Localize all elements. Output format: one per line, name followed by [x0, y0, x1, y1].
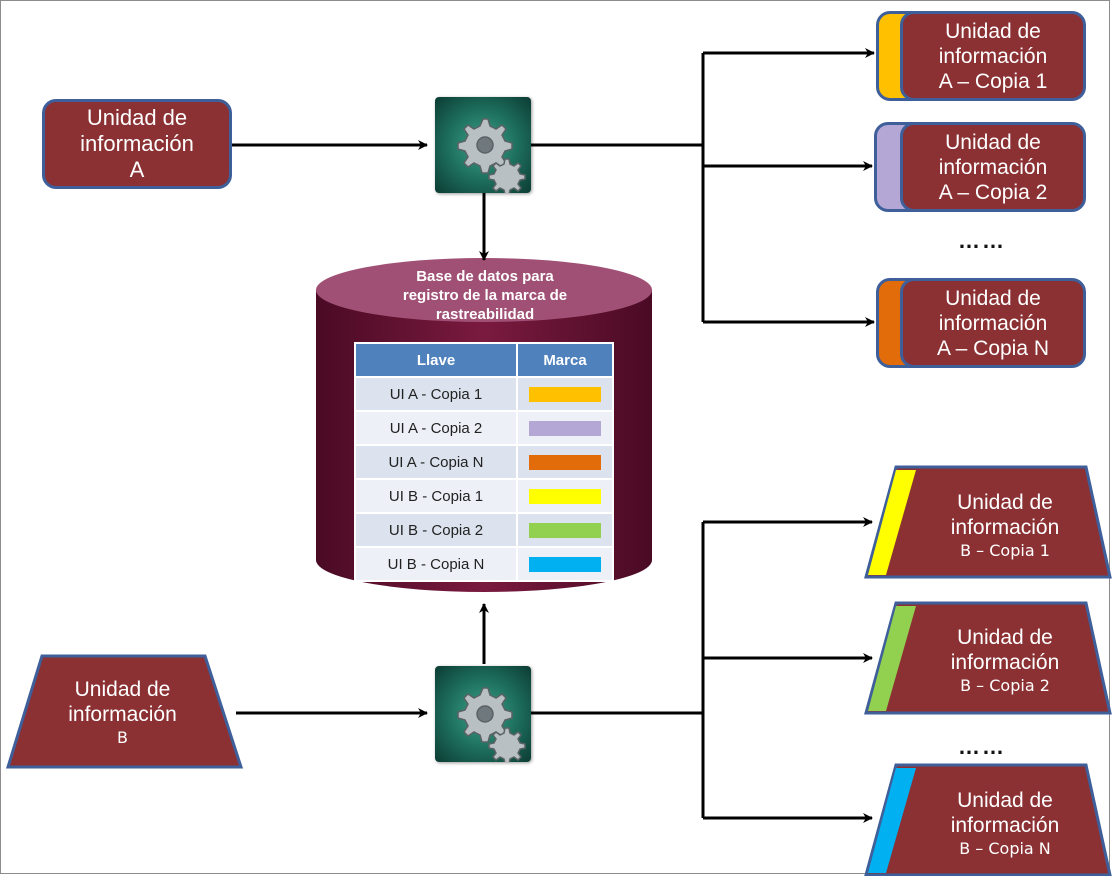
copy-an-box: Unidad de información A – Copia N: [900, 278, 1086, 368]
source-a-box: Unidad de información A: [42, 99, 232, 189]
copy-a1-line1: Unidad de: [945, 19, 1041, 43]
copy-an-line3: A – Copia N: [936, 336, 1050, 360]
header-key: Llave: [354, 342, 518, 378]
copy-b1-shape: [864, 465, 1112, 579]
mark-swatch: [529, 557, 601, 573]
copy-b1-line1: Unidad de: [957, 491, 1053, 514]
source-b-label: Unidad de información B: [40, 677, 205, 749]
row-key: UI B - Copia 1: [354, 478, 518, 514]
copy-a2-box: Unidad de información A – Copia 2: [900, 122, 1086, 212]
row-key: UI A - Copia 1: [354, 376, 518, 412]
database-title: Base de datos para registro de la marca …: [338, 267, 632, 324]
source-b-shape: [5, 654, 244, 769]
copy-b2-label: Unidad de información B – Copia 2: [920, 625, 1090, 697]
copy-bn-line2: información: [950, 814, 1060, 837]
marks-table-header: Llave Marca: [354, 342, 614, 378]
copy-b1-label: Unidad de información B – Copia 1: [920, 490, 1090, 562]
copy-a1: Unidad de información A – Copia 1: [876, 11, 1086, 101]
copy-b2-line3: B – Copia 2: [960, 676, 1050, 695]
source-b-line1: Unidad de: [74, 678, 171, 701]
ellipsis-b: ……: [958, 734, 1006, 759]
mark-swatch: [529, 387, 601, 403]
mark-swatch: [529, 489, 601, 505]
copy-a1-line2: información: [938, 44, 1048, 68]
database-title-line2: registro de la marca de: [402, 287, 568, 304]
marks-table-row: UI A - Copia N: [354, 444, 614, 480]
marks-table-row: UI A - Copia 2: [354, 410, 614, 446]
copy-a2-line1: Unidad de: [945, 130, 1041, 154]
mark-swatch: [529, 421, 601, 437]
copy-b2-shape: [864, 601, 1112, 715]
database-title-line3: rastreabilidad: [435, 306, 535, 323]
ellipsis-a: ……: [958, 228, 1006, 253]
database-title-line1: Base de datos para: [416, 268, 554, 285]
source-b-line3: B: [117, 728, 128, 747]
copy-b1-line2: información: [950, 516, 1060, 539]
row-key: UI B - Copia N: [354, 546, 518, 582]
copy-an-line2: información: [938, 311, 1048, 335]
row-key: UI A - Copia N: [354, 444, 518, 480]
copy-a2-line3: A – Copia 2: [938, 180, 1048, 204]
source-b-line2: información: [68, 703, 177, 726]
copy-b2-line1: Unidad de: [957, 626, 1053, 649]
copy-a2-line2: información: [938, 155, 1048, 179]
copy-b2-line2: información: [950, 651, 1060, 674]
marks-table-row: UI A - Copia 1: [354, 376, 614, 412]
row-key: UI B - Copia 2: [354, 512, 518, 548]
row-mark: [516, 376, 614, 412]
header-mark: Marca: [516, 342, 614, 378]
copy-b1-line3: B – Copia 1: [960, 541, 1050, 560]
copy-a1-line3: A – Copia 1: [938, 69, 1048, 93]
copy-bn-line3: B – Copia N: [959, 839, 1051, 858]
source-a-line3: A: [129, 157, 145, 182]
row-key: UI A - Copia 2: [354, 410, 518, 446]
marks-table-row: UI B - Copia 1: [354, 478, 614, 514]
row-mark: [516, 478, 614, 514]
copy-a1-box: Unidad de información A – Copia 1: [900, 11, 1086, 101]
mark-swatch: [529, 455, 601, 471]
copy-bn-shape: [864, 763, 1112, 876]
mark-swatch: [529, 523, 601, 539]
marks-table-row: UI B - Copia N: [354, 546, 614, 582]
copy-a2: Unidad de información A – Copia 2: [874, 122, 1086, 212]
source-a-line1: Unidad de: [86, 105, 188, 130]
copy-an-line1: Unidad de: [945, 286, 1041, 310]
row-mark: [516, 512, 614, 548]
copy-bn-line1: Unidad de: [957, 789, 1053, 812]
gears-icon: [435, 666, 531, 762]
row-mark: [516, 546, 614, 582]
row-mark: [516, 444, 614, 480]
copy-an: Unidad de información A – Copia N: [876, 278, 1086, 368]
gears-icon: [435, 97, 531, 193]
source-a-line2: información: [80, 131, 194, 156]
copy-bn-label: Unidad de información B – Copia N: [920, 788, 1090, 860]
row-mark: [516, 410, 614, 446]
marks-table-row: UI B - Copia 2: [354, 512, 614, 548]
